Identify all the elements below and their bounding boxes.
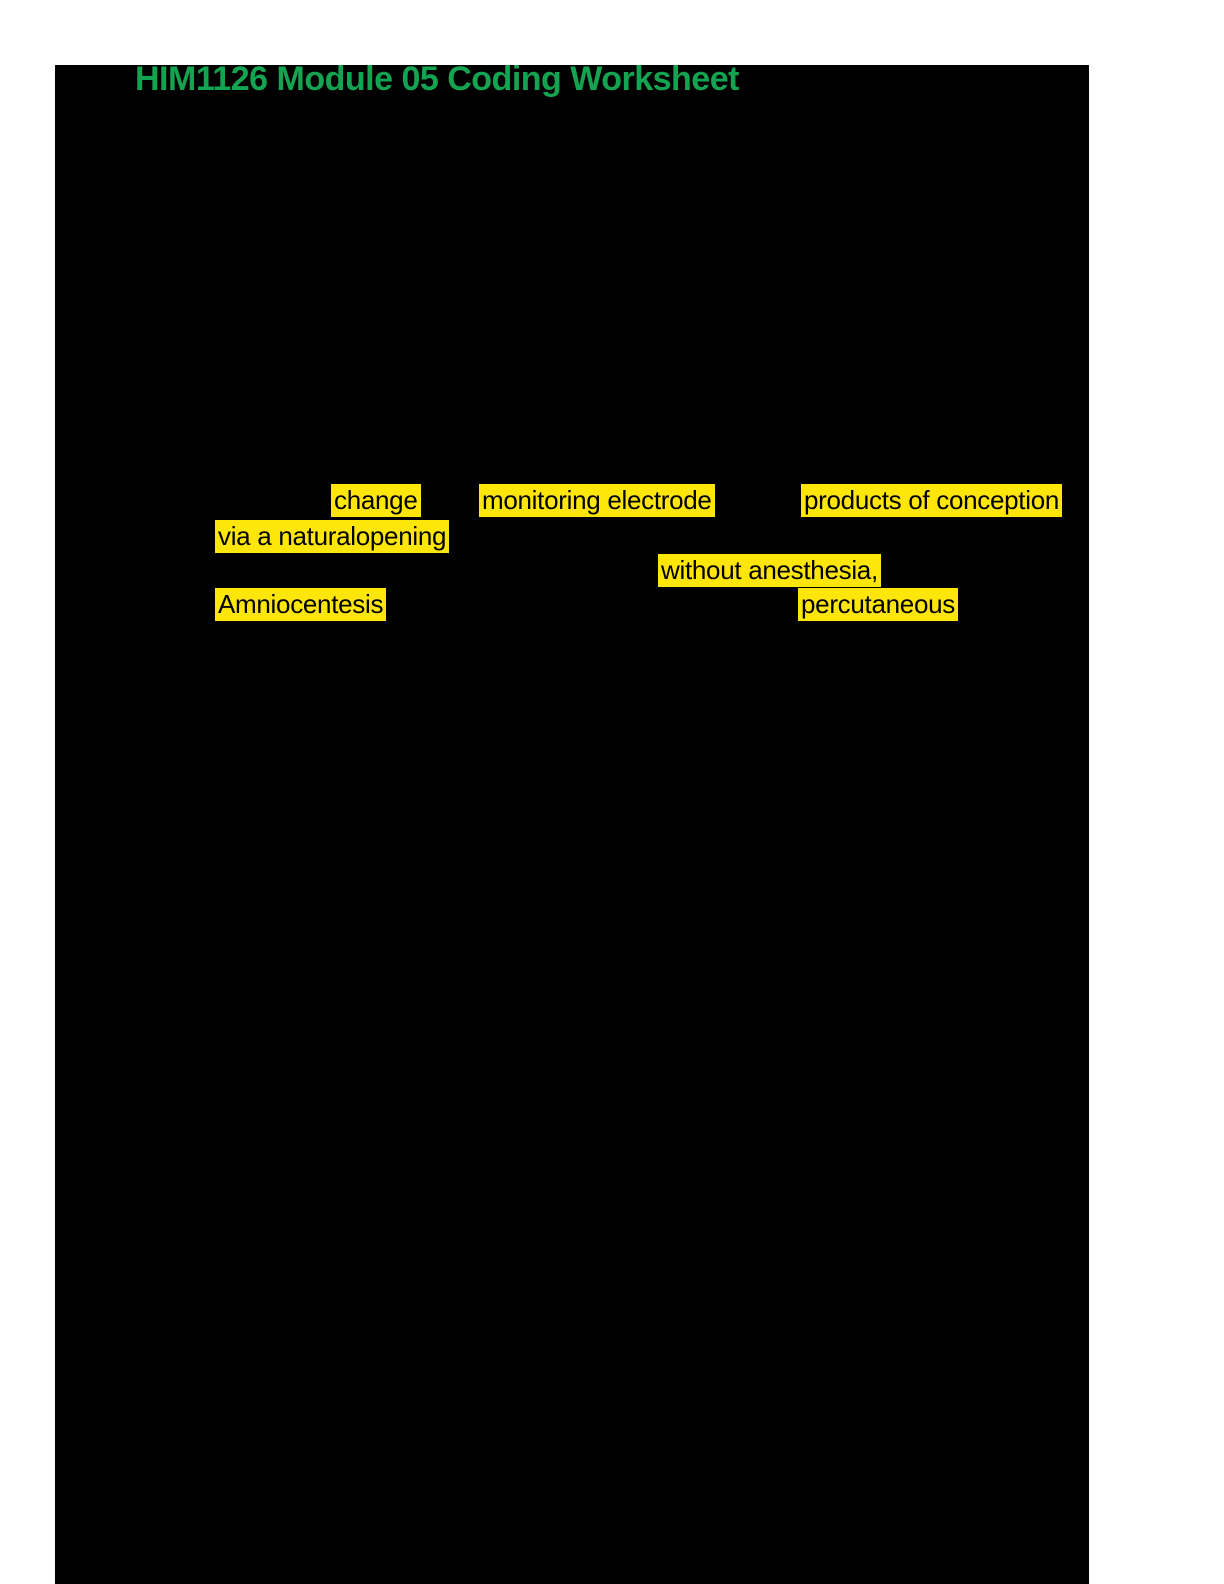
document-page xyxy=(55,65,1089,1584)
worksheet-title: HIM1126 Module 05 Coding Worksheet xyxy=(135,60,739,98)
highlighted-term: products of conception xyxy=(801,484,1063,517)
highlighted-term: percutaneous xyxy=(798,588,958,621)
highlighted-term: without anesthesia, xyxy=(658,554,881,587)
highlighted-term: Amniocentesis xyxy=(215,588,387,621)
highlighted-term: monitoring electrode xyxy=(479,484,715,517)
highlighted-term: change xyxy=(331,484,421,517)
highlighted-term: via a naturalopening xyxy=(215,520,450,553)
